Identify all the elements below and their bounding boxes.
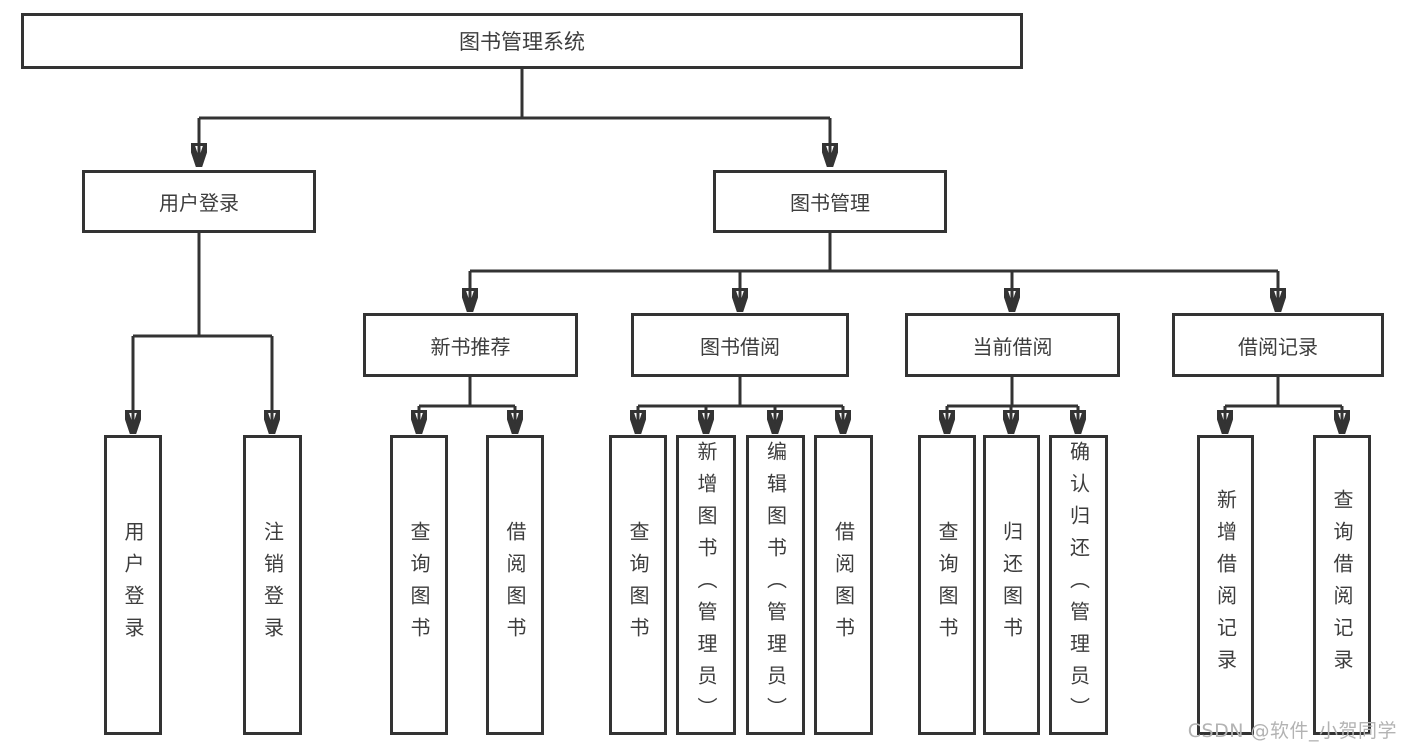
node-borrow-records: 借阅记录 [1172, 313, 1384, 377]
leaf-user-login: 用户登录 [104, 435, 162, 735]
node-label: 查询借阅记录 [1330, 489, 1354, 681]
connector-book-borrow-group [638, 377, 843, 432]
leaf-add-borrow-record: 新增借阅记录 [1197, 435, 1254, 735]
csdn-watermark: CSDN @软件_小贺同学 [1187, 720, 1397, 742]
node-label: 查询图书 [626, 521, 650, 649]
connector-user-login-group [133, 233, 272, 432]
node-library-management-system: 图书管理系统 [21, 13, 1023, 69]
node-label: 查询图书 [935, 521, 959, 649]
node-book-borrow: 图书借阅 [631, 313, 849, 377]
leaf-confirm-return-admin: 确认归还（管理员） [1049, 435, 1108, 735]
connector-book-management-group [470, 233, 1278, 310]
node-label: 图书管理系统 [459, 30, 585, 54]
node-user-login: 用户登录 [82, 170, 316, 233]
leaf-query-books-current: 查询图书 [918, 435, 976, 735]
leaf-logout: 注销登录 [243, 435, 302, 735]
node-label: 借阅图书 [503, 521, 527, 649]
node-label: 借阅图书 [831, 521, 856, 649]
connector-new-book-recommend-group [419, 377, 515, 432]
node-label: 当前借阅 [972, 334, 1053, 359]
leaf-edit-book-admin: 编辑图书（管理员） [746, 435, 805, 735]
connector-borrow-records-group [1225, 377, 1342, 432]
node-label: 图书借阅 [700, 334, 780, 359]
node-book-management: 图书管理 [713, 170, 947, 233]
leaf-query-books-recommend: 查询图书 [390, 435, 448, 735]
node-label: 确认归还（管理员） [1066, 441, 1091, 729]
node-label: 借阅记录 [1238, 334, 1318, 359]
node-current-borrow: 当前借阅 [905, 313, 1120, 377]
node-label: 用户登录 [159, 191, 239, 215]
leaf-query-borrow-record: 查询借阅记录 [1313, 435, 1371, 735]
node-label: 归还图书 [999, 521, 1024, 649]
node-label: 注销登录 [260, 521, 285, 649]
node-label: 编辑图书（管理员） [763, 441, 788, 729]
leaf-add-book-admin: 新增图书（管理员） [676, 435, 736, 735]
node-label: 新增借阅记录 [1213, 489, 1238, 681]
leaf-borrow-books: 借阅图书 [814, 435, 873, 735]
connector-root-to-level2 [199, 69, 830, 165]
leaf-return-book: 归还图书 [983, 435, 1040, 735]
node-label: 新书推荐 [430, 334, 511, 359]
leaf-borrow-books-recommend: 借阅图书 [486, 435, 544, 735]
leaf-query-books-borrow: 查询图书 [609, 435, 667, 735]
node-label: 新增图书（管理员） [694, 441, 718, 729]
node-label: 查询图书 [407, 521, 431, 649]
node-new-book-recommend: 新书推荐 [363, 313, 578, 377]
node-label: 用户登录 [121, 521, 145, 649]
node-label: 图书管理 [790, 191, 870, 215]
connector-current-borrow-group [947, 377, 1078, 432]
